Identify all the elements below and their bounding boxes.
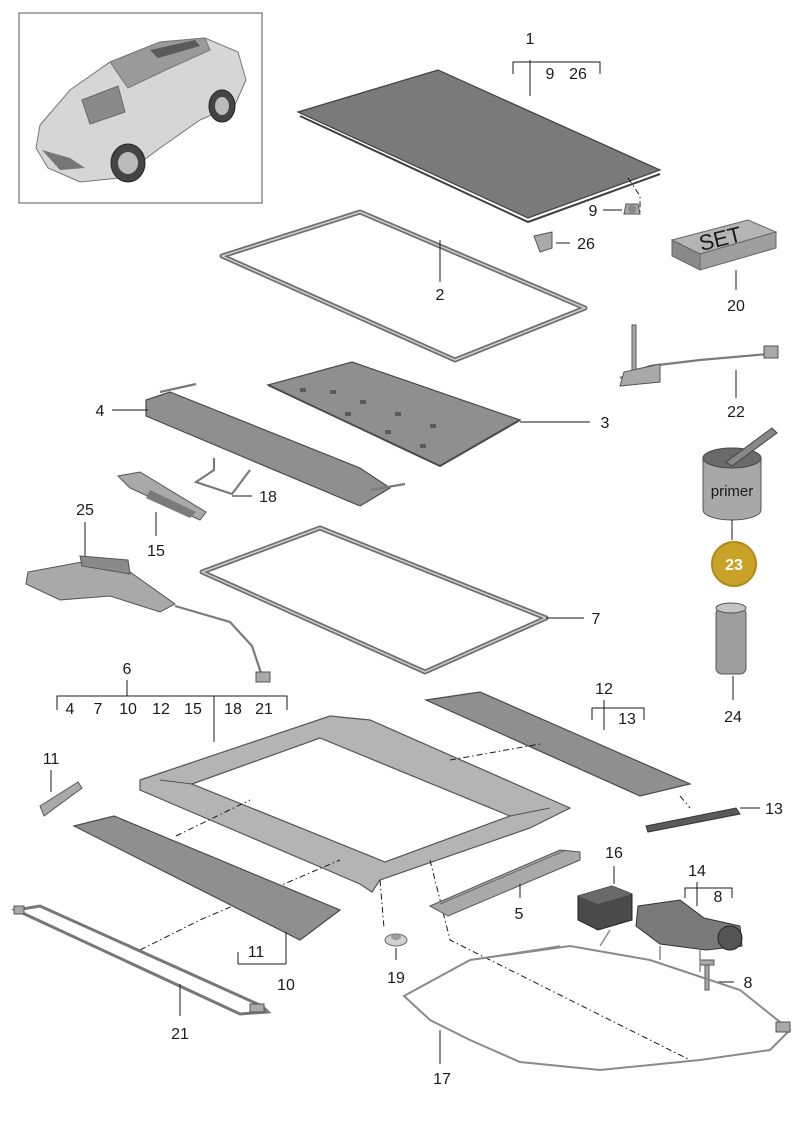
- callout-6-sub-15: 15: [184, 701, 202, 718]
- callout-12-sub-13: 13: [618, 711, 636, 728]
- tube-part-24: [715, 602, 747, 675]
- callout-10: 10: [277, 977, 295, 994]
- callout-15: 15: [147, 543, 165, 560]
- motor-part-14: [635, 899, 743, 951]
- primer-label: primer: [711, 483, 754, 500]
- drive-part-15: [116, 471, 207, 521]
- callout-14-sub-8: 8: [714, 889, 723, 906]
- callout-22: 22: [727, 404, 745, 421]
- callout-10-sub-11: 11: [248, 944, 265, 961]
- callout-1-sub-26: 26: [569, 66, 587, 83]
- callout-12: 12: [595, 681, 613, 698]
- front-rail-part-4: [145, 382, 406, 507]
- callout-9: 9: [589, 203, 598, 220]
- harness-part-17: [402, 929, 792, 1072]
- clip-part-9: [623, 203, 641, 215]
- callout-16: 16: [605, 845, 623, 862]
- clip-part-26: [533, 231, 553, 253]
- primer-can-part-23: primer: [702, 427, 778, 521]
- headliner-part-3: [266, 361, 522, 468]
- callout-5: 5: [515, 906, 524, 923]
- grommet-part-19: [384, 933, 408, 947]
- callout-17: 17: [433, 1071, 451, 1088]
- callout-1-sub-9: 9: [546, 66, 555, 83]
- cable-part-18: [193, 458, 251, 496]
- callout-13: 13: [765, 801, 783, 818]
- roof-seal-part-2: [219, 209, 588, 363]
- callout-6-sub-10: 10: [119, 701, 137, 718]
- rod-part-21: [10, 904, 272, 1016]
- mechanism-part-25: [25, 555, 271, 683]
- main-frame-part-6: [139, 715, 572, 893]
- callout-24: 24: [724, 709, 742, 726]
- side-rail-part-5: [428, 849, 581, 917]
- callout-25: 25: [76, 502, 94, 519]
- callout-3: 3: [601, 415, 610, 432]
- callout-20: 20: [727, 298, 745, 315]
- drain-part-22: [619, 324, 779, 387]
- screw-part-8: [699, 959, 715, 991]
- bracket-part-11: [39, 781, 83, 817]
- callout-14: 14: [688, 863, 706, 880]
- set-box-part-20: SET: [670, 219, 778, 271]
- callout-23-badge: [711, 541, 757, 587]
- roof-glass-part-1: [296, 69, 662, 224]
- callout-6-sub-18: 18: [224, 701, 242, 718]
- callout-6-sub-21: 21: [255, 701, 273, 718]
- callout-8: 8: [744, 975, 753, 992]
- callout-6-sub-12: 12: [152, 701, 170, 718]
- callout-26: 26: [577, 236, 595, 253]
- callout-6-sub-4: 4: [66, 701, 75, 718]
- callout-18: 18: [259, 489, 277, 506]
- deflector-part-12: [423, 691, 692, 797]
- callout-2: 2: [436, 287, 445, 304]
- callout-1: 1: [526, 31, 535, 48]
- control-unit-part-16: [577, 885, 633, 931]
- sunshade-part-10: [72, 815, 342, 941]
- callout-19: 19: [387, 970, 405, 987]
- callout-11: 11: [43, 751, 60, 768]
- callout-6: 6: [123, 661, 132, 678]
- callout-23: 23: [725, 557, 743, 574]
- callout-6-sub-7: 7: [94, 701, 103, 718]
- strip-part-13: [645, 807, 741, 833]
- callout-4: 4: [96, 403, 105, 420]
- callout-21: 21: [171, 1026, 189, 1043]
- callout-7: 7: [592, 611, 601, 628]
- car-thumbnail: [18, 12, 263, 204]
